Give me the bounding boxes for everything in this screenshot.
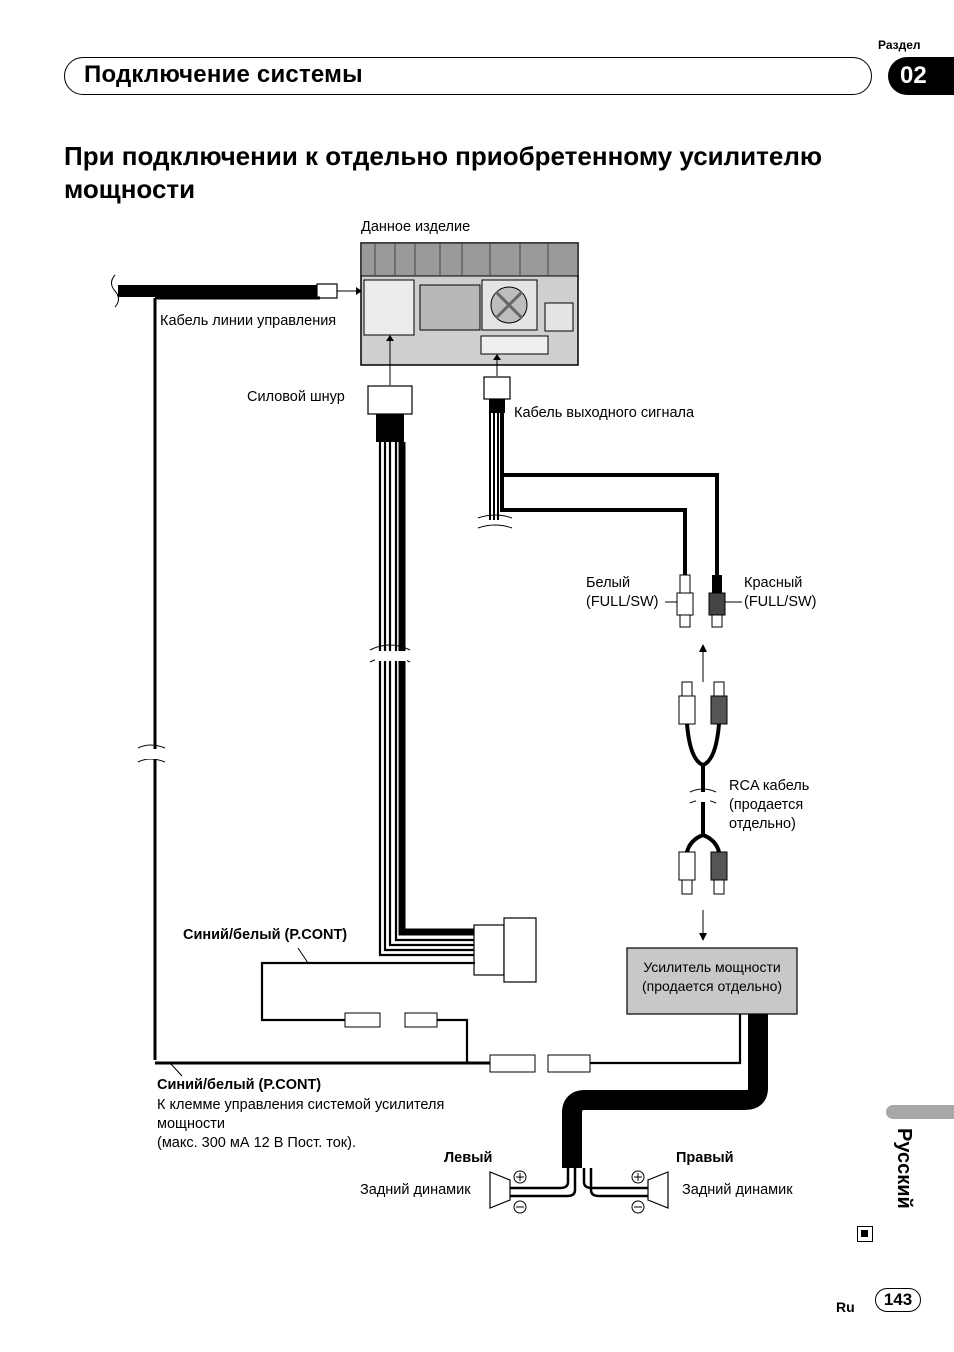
product-label: Данное изделие — [361, 219, 471, 235]
control-cable-label: Кабель линии управления — [160, 313, 337, 329]
left-speaker-heading: Левый — [444, 1150, 493, 1166]
red-label-line2: (FULL/SW) — [744, 594, 817, 610]
amplifier-label-line2: (продается отдельно) — [641, 978, 783, 994]
language-label: Русский — [893, 1128, 915, 1209]
right-speaker-heading: Правый — [676, 1150, 734, 1166]
white-label-line1: Белый — [586, 575, 631, 591]
language-code: Ru — [836, 1299, 855, 1315]
head-unit — [360, 242, 579, 366]
output-cable-label: Кабель выходного сигнала — [514, 405, 695, 421]
amplifier-label: Усилитель мощности (продается отдельно) — [628, 958, 796, 996]
red-label-line1: Красный — [744, 575, 803, 591]
section-number-badge: 02 — [888, 57, 954, 95]
chapter-title: Подключение системы — [84, 61, 363, 88]
chapter-header-frame — [64, 57, 872, 95]
page-number: 143 — [875, 1288, 921, 1312]
rca-label-line3: отдельно) — [729, 816, 796, 832]
pcont-label-top: Синий/белый (P.CONT) — [183, 927, 348, 943]
language-tab — [886, 1105, 954, 1119]
pcont-desc-line3: (макс. 300 мА 12 В Пост. ток). — [157, 1135, 356, 1151]
pcont-desc-line1: К клемме управления системой усилителя — [157, 1097, 445, 1113]
pcont-label-bottom: Синий/белый (P.CONT) — [157, 1077, 322, 1093]
section-label: Раздел — [878, 38, 921, 52]
power-cord-label: Силовой шнур — [247, 389, 345, 405]
rca-plug-red-top — [708, 575, 726, 628]
pcont-desc-line2: мощности — [157, 1116, 226, 1132]
amplifier-label-line1: Усилитель мощности — [643, 959, 781, 975]
page-title: При подключении к отдельно приобретенном… — [64, 141, 823, 204]
section-end-icon — [857, 1226, 873, 1242]
rear-speaker-right-label: Задний динамик — [682, 1182, 793, 1198]
rear-speaker-left-label: Задний динамик — [360, 1182, 471, 1198]
white-label-line2: (FULL/SW) — [586, 594, 659, 610]
rca-label-line2: (продается — [729, 797, 804, 813]
rca-label-line1: RCA кабель — [729, 778, 810, 794]
rca-plug-white-top — [676, 574, 694, 628]
